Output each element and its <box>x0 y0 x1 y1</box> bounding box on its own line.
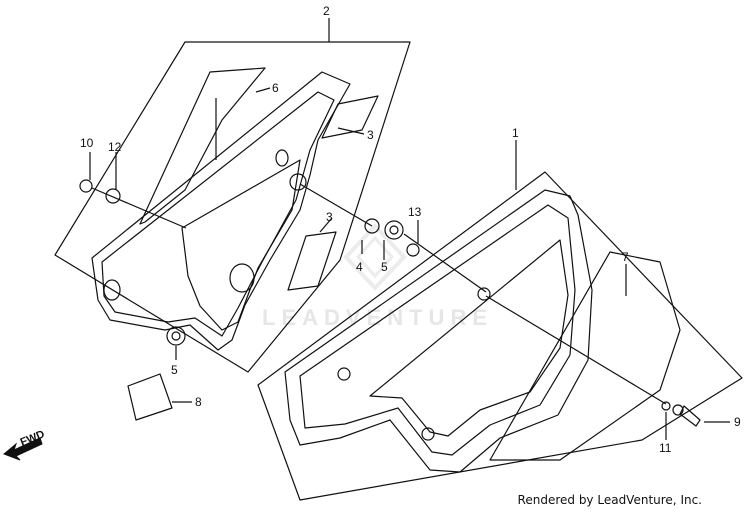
assembly-2-outline <box>54 41 411 373</box>
callout-12: 12 <box>108 140 122 154</box>
watermark-logo <box>340 222 410 292</box>
callout-1: 1 <box>512 126 519 140</box>
callout-5-right: 5 <box>381 260 388 274</box>
callout-3-lower: 3 <box>326 210 333 224</box>
callout-13: 13 <box>408 205 422 219</box>
part-7-pad <box>489 251 681 461</box>
left-side-cover <box>91 71 351 351</box>
part-6-lens <box>139 67 266 225</box>
callout-8: 8 <box>195 395 202 409</box>
callout-4: 4 <box>356 260 363 274</box>
callout-6: 6 <box>272 81 279 95</box>
callout-11: 11 <box>659 441 672 455</box>
callout-3-upper: 3 <box>367 128 374 142</box>
fwd-arrow-icon <box>3 437 43 461</box>
callout-5-left: 5 <box>171 363 178 377</box>
assembly-1-outline <box>257 171 743 501</box>
callout-9: 9 <box>734 415 741 429</box>
render-credit: Rendered by LeadVenture, Inc. <box>517 493 702 507</box>
part-3-emblem-lower <box>287 231 337 291</box>
part-8-tag <box>127 373 173 421</box>
part-3-emblem-upper <box>321 95 379 139</box>
callout-7: 7 <box>622 250 629 264</box>
callout-10: 10 <box>80 136 94 150</box>
right-side-cover <box>284 189 593 473</box>
callout-2: 2 <box>323 4 330 18</box>
